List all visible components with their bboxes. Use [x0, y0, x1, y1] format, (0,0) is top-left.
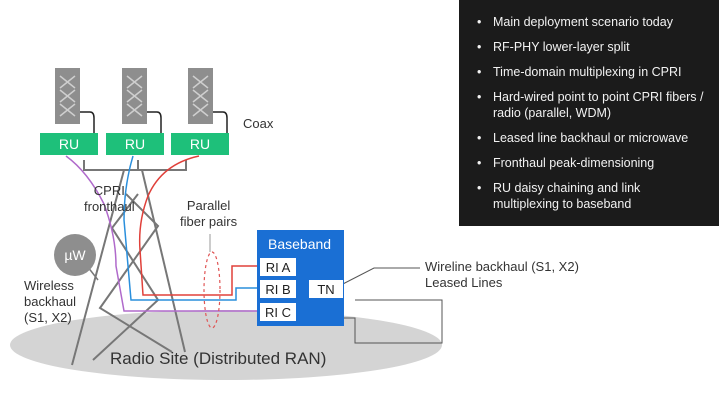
- bullet-item: Fronthaul peak-dimensioning: [477, 155, 709, 171]
- bullet-item: Main deployment scenario today: [477, 14, 709, 30]
- radio-unit[interactable]: RU: [171, 133, 229, 155]
- bullet-item: RF-PHY lower-layer split: [477, 39, 709, 55]
- bullet-item: Hard-wired point to point CPRI fibers / …: [477, 89, 709, 121]
- radio-unit-label: RU: [124, 136, 146, 152]
- radio-interface-c: RI C: [259, 302, 297, 322]
- baseband-title: Baseband: [268, 236, 332, 252]
- radio-interface-label: RI C: [265, 304, 291, 320]
- wireline-backhaul-label: Wireline backhaul (S1, X2) Leased Lines: [425, 259, 579, 291]
- fiber-link-a: [138, 155, 260, 296]
- cpri-fronthaul-label: CPRI fronthaul: [84, 183, 135, 215]
- info-panel: Main deployment scenario today RF-PHY lo…: [459, 0, 719, 226]
- radio-unit[interactable]: RU: [40, 133, 98, 155]
- cpri-label-line: CPRI: [93, 183, 125, 198]
- bullet-item: Time-domain multiplexing in CPRI: [477, 64, 709, 80]
- wireless-label-line: backhaul: [24, 294, 77, 309]
- radio-site-label: Radio Site (Distributed RAN): [110, 349, 327, 368]
- coax-cables: [80, 111, 228, 134]
- tower: [71, 160, 187, 366]
- bullet-item: RU daisy chaining and link multiplexing …: [477, 180, 709, 212]
- radio-interface-label: RI B: [265, 281, 291, 297]
- radio-interface-label: RI A: [265, 259, 291, 275]
- radio-unit[interactable]: RU: [106, 133, 164, 155]
- antenna-icon: [55, 68, 80, 124]
- wireless-backhaul-label: Wireless backhaul (S1, X2): [24, 278, 76, 326]
- transport-node-label: TN: [317, 281, 335, 297]
- coax-label: Coax: [243, 116, 274, 131]
- microwave-label: µW: [64, 247, 86, 263]
- wireline-label-line: Wireline backhaul (S1, X2): [425, 259, 579, 274]
- fiber-pairs-line: fiber pairs: [180, 214, 238, 229]
- transport-node: TN: [308, 279, 344, 299]
- wireline-label-line: Leased Lines: [425, 275, 503, 290]
- bullet-list: Main deployment scenario today RF-PHY lo…: [459, 0, 719, 212]
- cpri-label-line: fronthaul: [84, 199, 135, 214]
- radio-unit-label: RU: [189, 136, 211, 152]
- antenna-icon: [188, 68, 213, 124]
- wireless-label-line: Wireless: [24, 278, 74, 293]
- fiber-link-b: [123, 155, 260, 301]
- fiber-pairs-marker: [203, 251, 221, 329]
- radio-interface-a: RI A: [259, 257, 297, 277]
- wireless-label-line: (S1, X2): [24, 310, 72, 325]
- radio-unit-label: RU: [58, 136, 80, 152]
- radio-site-ground: [10, 310, 442, 380]
- bullet-item: Leased line backhaul or microwave: [477, 130, 709, 146]
- wireline-backhaul-line: [336, 267, 443, 344]
- fiber-link-c: [65, 155, 260, 312]
- microwave-dish-icon: µW: [54, 234, 96, 276]
- parallel-fiber-pairs-label: Parallel fiber pairs: [180, 198, 237, 230]
- fiber-pairs-line: Parallel: [186, 198, 231, 213]
- radio-interface-b: RI B: [259, 279, 297, 299]
- antenna-icon: [122, 68, 147, 124]
